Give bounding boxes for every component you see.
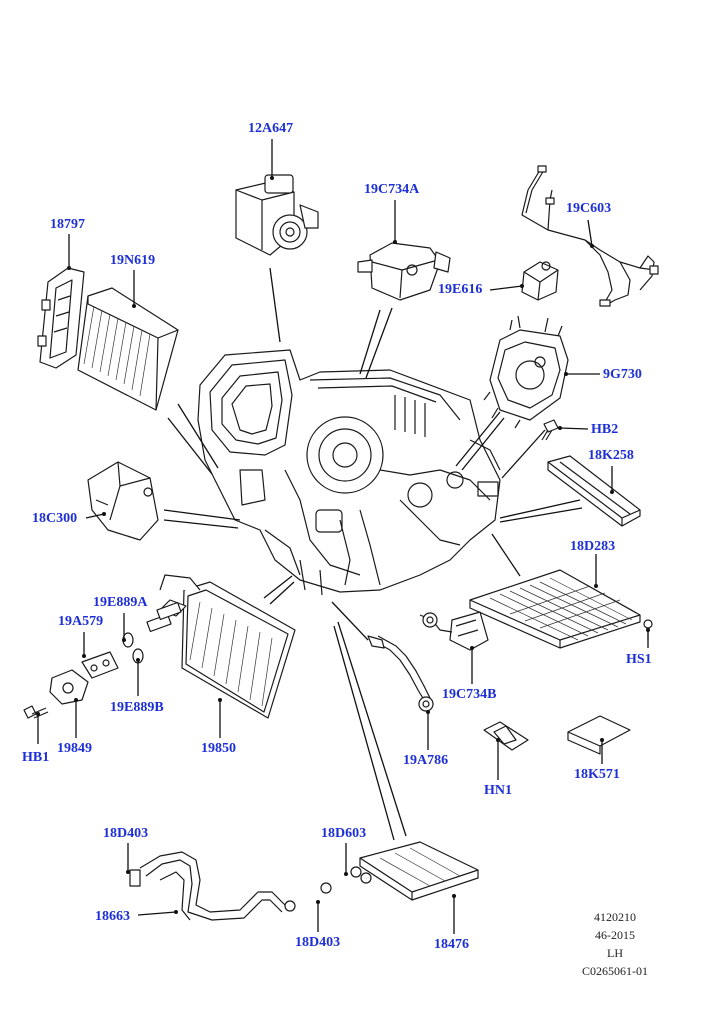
part-18476-matrix	[350, 841, 479, 901]
callout-18663[interactable]: 18663	[95, 909, 130, 924]
callout-19n619[interactable]: 19N619	[110, 253, 156, 268]
callout-18k571[interactable]: 18K571	[574, 767, 620, 782]
part-18k258-bracket	[547, 455, 641, 527]
part-19c734a-actuator	[357, 242, 451, 301]
callout-18797[interactable]: 18797	[50, 217, 85, 232]
callout-18k258[interactable]: 18K258	[588, 448, 634, 463]
callout-19849[interactable]: 19849	[57, 741, 92, 756]
callout-18c300[interactable]: 18C300	[32, 511, 78, 526]
part-18663-pipes	[129, 851, 332, 921]
callout-19c734b[interactable]: 19C734B	[442, 687, 497, 702]
part-19c734b-actuator	[419, 611, 489, 651]
part-18797-filter-frame	[37, 267, 85, 369]
part-19c603-harness	[521, 165, 659, 307]
leader-lines	[36, 139, 650, 934]
part-19n619-cabin-filter	[77, 287, 179, 411]
part-18d283-tray	[469, 569, 641, 649]
callout-19e889b[interactable]: 19E889B	[110, 700, 164, 715]
callout-19c603[interactable]: 19C603	[566, 201, 612, 216]
callout-19a786[interactable]: 19A786	[403, 753, 449, 768]
reference-line-2: 46-2015	[595, 928, 635, 942]
assembly-lines	[163, 267, 583, 841]
part-hb1-bolt	[23, 705, 49, 719]
part-19a579-connector	[81, 651, 119, 679]
callout-9g730[interactable]: 9G730	[603, 367, 642, 382]
part-o-rings	[122, 632, 144, 664]
part-12a647-motor	[235, 174, 319, 256]
callout-hb1[interactable]: HB1	[22, 750, 50, 765]
reference-line-3: LH	[607, 946, 623, 960]
callout-19e889a[interactable]: 19E889A	[93, 595, 148, 610]
callout-hs1[interactable]: HS1	[626, 652, 652, 667]
callout-19a579[interactable]: 19A579	[58, 614, 104, 629]
part-9g730-module	[483, 315, 569, 429]
callout-18d603[interactable]: 18D603	[321, 826, 367, 841]
part-18c300-duct	[87, 461, 159, 541]
callout-hb2[interactable]: HB2	[591, 422, 619, 437]
callout-18d403-lower[interactable]: 18D403	[295, 935, 341, 950]
part-19a786-pipe	[367, 635, 434, 712]
callout-19c734a[interactable]: 19C734A	[364, 182, 420, 197]
callout-hn1[interactable]: HN1	[484, 783, 512, 798]
callout-18d403-upper[interactable]: 18D403	[103, 826, 149, 841]
part-19850-core	[146, 574, 296, 719]
callout-18476[interactable]: 18476	[434, 937, 469, 952]
hvac-housing-assembly	[197, 349, 501, 596]
part-19e616-actuator	[521, 261, 559, 301]
part-19849-bracket	[49, 669, 89, 705]
callout-19e616[interactable]: 19E616	[438, 282, 483, 297]
callout-18d283[interactable]: 18D283	[570, 539, 616, 554]
reference-line-1: 4120210	[594, 910, 636, 924]
reference-line-4: C0265061-01	[582, 964, 648, 978]
callout-12a647[interactable]: 12A647	[248, 121, 294, 136]
part-hn1-clip	[483, 721, 529, 751]
part-18k571-bracket	[567, 715, 631, 755]
callout-19850[interactable]: 19850	[201, 741, 236, 756]
